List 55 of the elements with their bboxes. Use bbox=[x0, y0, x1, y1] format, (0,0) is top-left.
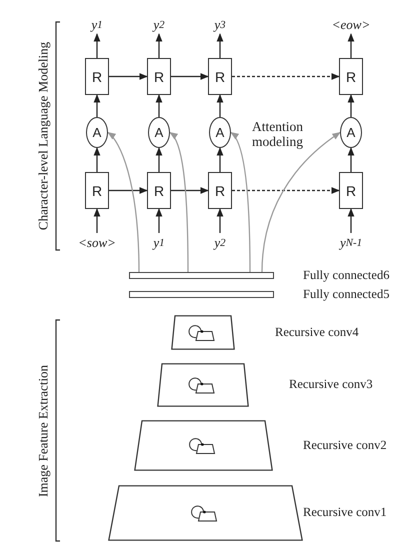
layer-label: Fully connected6 bbox=[303, 268, 390, 282]
conv-layer-trapezoid bbox=[108, 485, 303, 541]
fully-connected-layer bbox=[129, 291, 274, 298]
arrow bbox=[107, 132, 140, 272]
arrow bbox=[216, 94, 224, 117]
fully-connected-layer bbox=[129, 272, 274, 279]
attention-node: A bbox=[340, 117, 362, 148]
section-label: Image Feature Extraction bbox=[36, 364, 50, 498]
arrow bbox=[348, 33, 354, 58]
layer-label: Fully connected5 bbox=[303, 286, 390, 302]
layer-label: Recursive conv3 bbox=[289, 377, 373, 392]
layer-label: Recursive conv4 bbox=[275, 324, 359, 340]
annotation-label: Attention modeling bbox=[252, 119, 304, 149]
section-label: Character-level Language Modeling bbox=[36, 42, 50, 230]
arrow bbox=[232, 187, 340, 194]
recurrent-unit-box: R bbox=[208, 58, 232, 95]
arrow bbox=[232, 73, 340, 80]
arrow bbox=[169, 132, 189, 272]
conv-layer-trapezoid bbox=[171, 315, 235, 350]
arrow bbox=[216, 33, 224, 58]
arrow bbox=[94, 147, 100, 172]
layer-label: Recursive conv1 bbox=[303, 505, 387, 520]
arrow bbox=[94, 33, 100, 58]
arrow bbox=[156, 208, 162, 233]
arrow bbox=[216, 147, 224, 172]
attention-node: A bbox=[148, 117, 170, 148]
arrow bbox=[348, 208, 354, 233]
recurrent-unit-box: R bbox=[85, 172, 109, 209]
recurrent-unit-box: R bbox=[147, 172, 171, 209]
attention-node: A bbox=[86, 117, 108, 148]
token-label: <sow> bbox=[70, 233, 124, 252]
arrow bbox=[94, 94, 100, 117]
conv-layer-trapezoid bbox=[157, 363, 249, 407]
arrow bbox=[230, 132, 251, 272]
arrow bbox=[171, 187, 209, 194]
recurrent-unit-box: R bbox=[208, 172, 232, 209]
arrow bbox=[216, 208, 224, 233]
arrow bbox=[156, 94, 162, 117]
arrow bbox=[109, 187, 148, 194]
arrow bbox=[348, 94, 354, 117]
arrow bbox=[156, 33, 162, 58]
arrow bbox=[348, 147, 354, 172]
recurrent-unit-box: R bbox=[147, 58, 171, 95]
token-label: <eow> bbox=[320, 15, 382, 34]
conv-layer-trapezoid bbox=[134, 420, 273, 471]
recurrent-unit-box: R bbox=[339, 58, 363, 95]
arrow bbox=[156, 147, 162, 172]
arrow bbox=[109, 73, 148, 80]
attention-node: A bbox=[209, 117, 231, 148]
layer-label: Recursive conv2 bbox=[303, 438, 387, 452]
arrow bbox=[94, 208, 100, 233]
arrow bbox=[261, 132, 341, 272]
arrow bbox=[171, 73, 209, 80]
recurrent-unit-box: R bbox=[85, 58, 109, 95]
recurrent-unit-box: R bbox=[339, 172, 363, 209]
